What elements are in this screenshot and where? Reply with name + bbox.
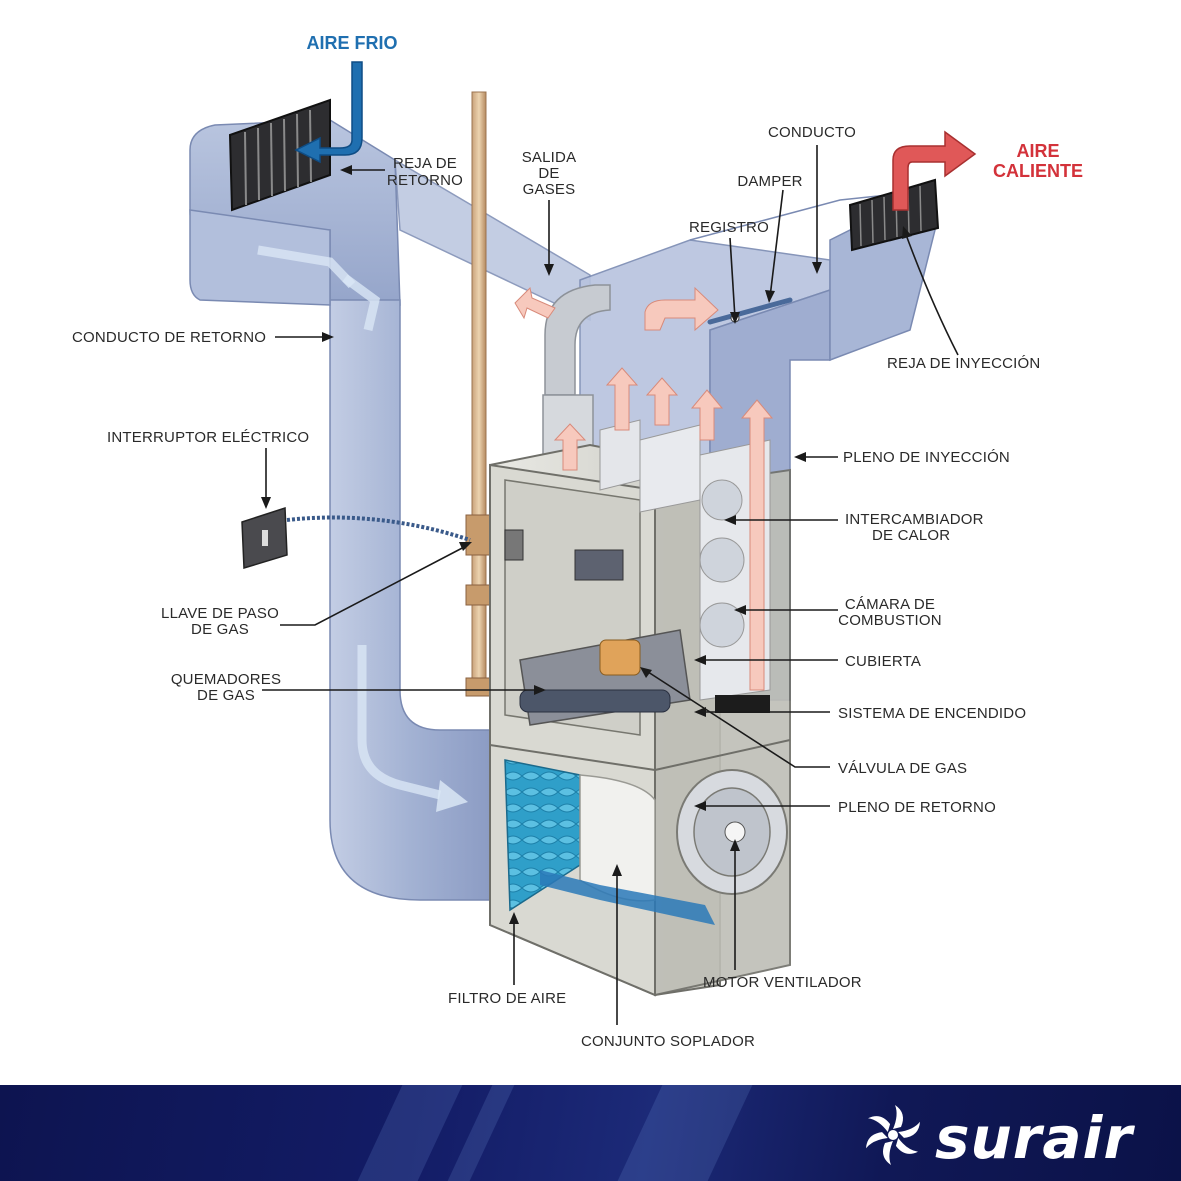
label-switch: INTERRUPTOR ELÉCTRICO (107, 429, 309, 446)
label-return-duct: CONDUCTO DE RETORNO (72, 329, 266, 346)
brand-footer: surair (0, 1085, 1181, 1181)
brand-name: surair (934, 1103, 1133, 1172)
label-damper: DAMPER (737, 173, 802, 190)
gas-line (465, 91, 493, 697)
label-return-grille-2: RETORNO (387, 172, 463, 189)
burner-assembly (504, 529, 770, 726)
label-return-grille-1: REJA DE (393, 155, 457, 172)
label-blower: CONJUNTO SOPLADOR (581, 1033, 755, 1050)
electric-switch (241, 506, 471, 569)
label-cold-air: AIRE FRIO (306, 33, 397, 53)
label-supply-grille: REJA DE INYECCIÓN (887, 355, 1040, 372)
label-combustion-2: COMBUSTION (838, 612, 942, 629)
label-flue-3: GASES (523, 181, 576, 198)
blower-assembly (540, 769, 788, 925)
label-combustion-1: CÁMARA DE (845, 596, 935, 613)
label-flue-1: SALIDA (522, 149, 577, 166)
label-supply-plenum: PLENO DE INYECCIÓN (843, 449, 1010, 466)
label-registro: REGISTRO (689, 219, 769, 236)
hot-air-arrows (514, 130, 977, 691)
label-gas-valve: VÁLVULA DE GAS (838, 760, 967, 777)
label-gas-shutoff-1: LLAVE DE PASO (161, 605, 279, 622)
label-hot-air-line1: AIRE (1016, 141, 1059, 161)
snowflake-icon (861, 1103, 925, 1172)
label-air-filter: FILTRO DE AIRE (448, 990, 566, 1007)
label-ignition: SISTEMA DE ENCENDIDO (838, 705, 1026, 722)
label-burners-2: DE GAS (197, 687, 255, 704)
label-blower-motor: MOTOR VENTILADOR (703, 974, 862, 991)
leader-lines (261, 145, 959, 1025)
diagram-labels: AIRE FRIO AIRE CALIENTE REJA DE RETORNO … (72, 33, 1083, 1050)
label-heat-exchanger-1: INTERCAMBIADOR (845, 511, 984, 528)
cold-air-arrows (257, 61, 468, 812)
label-flue-2: DE (538, 165, 559, 182)
brand-logo: surair (861, 1103, 1133, 1172)
label-conducto: CONDUCTO (768, 124, 856, 141)
label-return-plenum: PLENO DE RETORNO (838, 799, 996, 816)
furnace-diagram: AIRE FRIO AIRE CALIENTE REJA DE RETORNO … (72, 33, 1083, 1050)
label-burners-1: QUEMADORES (171, 671, 281, 688)
label-heat-exchanger-2: DE CALOR (872, 527, 950, 544)
label-gas-shutoff-2: DE GAS (191, 621, 249, 638)
return-grille (228, 98, 331, 212)
label-hot-air-line2: CALIENTE (993, 161, 1083, 181)
label-cover: CUBIERTA (845, 653, 921, 670)
